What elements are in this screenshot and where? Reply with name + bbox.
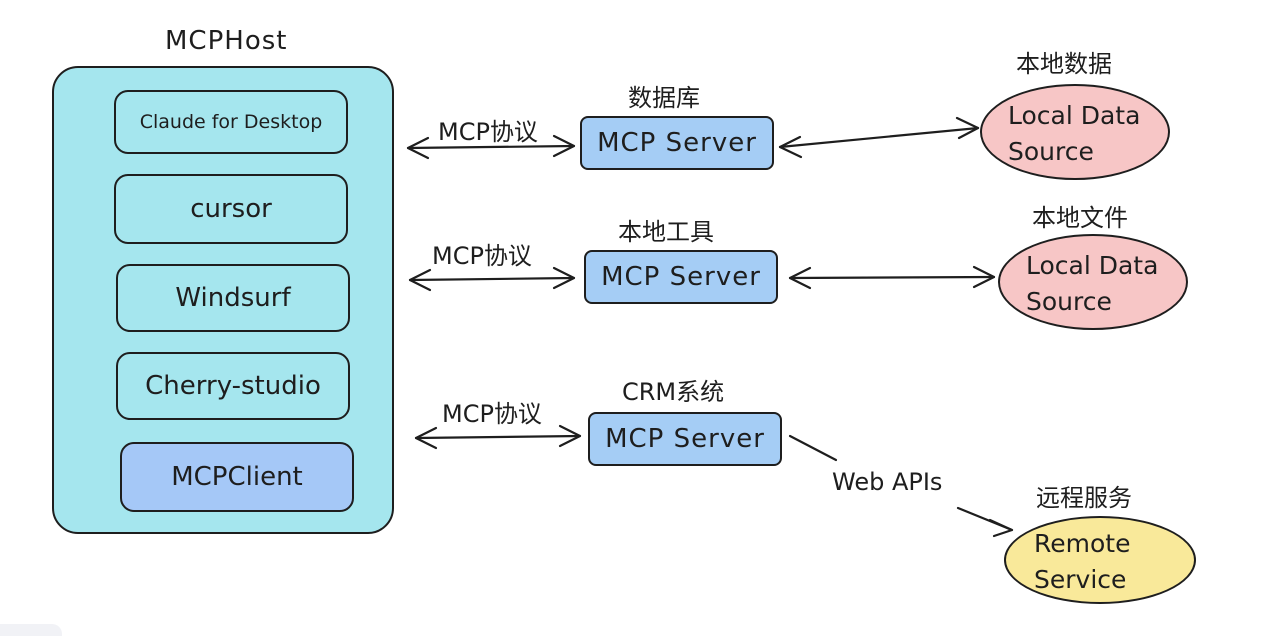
mcp-server-local-tools[interactable]: MCP Server (584, 250, 778, 304)
arrow-server-target-1 (778, 126, 980, 149)
host-item-cursor[interactable]: cursor (114, 174, 348, 244)
arrow-host-server-3 (414, 434, 582, 440)
protocol-label-3: MCP协议 (442, 400, 542, 428)
protocol-label-2: MCP协议 (432, 242, 532, 270)
remote-service-line2: Service (1034, 565, 1127, 594)
host-item-windsurf[interactable]: Windsurf (116, 264, 350, 332)
web-apis-label: Web APIs (832, 468, 943, 496)
host-item-mcp-client[interactable]: MCPClient (120, 442, 354, 512)
host-item-claude-desktop[interactable]: Claude for Desktop (114, 90, 348, 154)
remote-service-line1: Remote (1034, 529, 1131, 558)
line-server-webapi (788, 434, 838, 462)
mcp-server-crm[interactable]: MCP Server (588, 412, 782, 466)
local-data-source-1[interactable]: Local Data Source (980, 84, 1170, 180)
server-title-crm: CRM系统 (622, 378, 725, 406)
host-item-cherry-studio[interactable]: Cherry-studio (116, 352, 350, 420)
local-data-source-1-line2: Source (1008, 137, 1094, 166)
server-title-local-tools: 本地工具 (618, 218, 714, 246)
mcp-host-container: Claude for Desktop cursor Windsurf Cherr… (52, 66, 394, 534)
target-title-local-files: 本地文件 (1032, 204, 1128, 232)
local-data-source-2-line2: Source (1026, 287, 1112, 316)
page-corner-tab (0, 624, 62, 636)
mcp-server-database[interactable]: MCP Server (580, 116, 774, 170)
remote-service[interactable]: Remote Service (1004, 516, 1196, 604)
local-data-source-1-line1: Local Data (1008, 101, 1141, 130)
arrow-host-server-2 (408, 276, 576, 282)
local-data-source-2-line1: Local Data (1026, 251, 1159, 280)
target-title-remote: 远程服务 (1036, 484, 1132, 512)
arrow-host-server-1 (406, 144, 576, 150)
host-title: MCPHost (165, 26, 288, 56)
target-title-local-data: 本地数据 (1016, 50, 1112, 78)
arrow-server-target-2 (788, 275, 996, 280)
local-data-source-2[interactable]: Local Data Source (998, 234, 1188, 330)
server-title-database: 数据库 (628, 84, 700, 112)
protocol-label-1: MCP协议 (438, 118, 538, 146)
